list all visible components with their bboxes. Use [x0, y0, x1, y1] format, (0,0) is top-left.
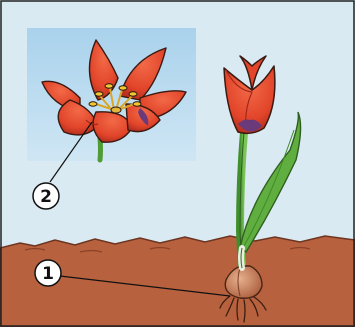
label-2-text: 2 — [40, 187, 52, 207]
label-1: 1 — [35, 260, 61, 286]
label-1-text: 1 — [42, 264, 54, 284]
label-2: 2 — [33, 183, 59, 209]
